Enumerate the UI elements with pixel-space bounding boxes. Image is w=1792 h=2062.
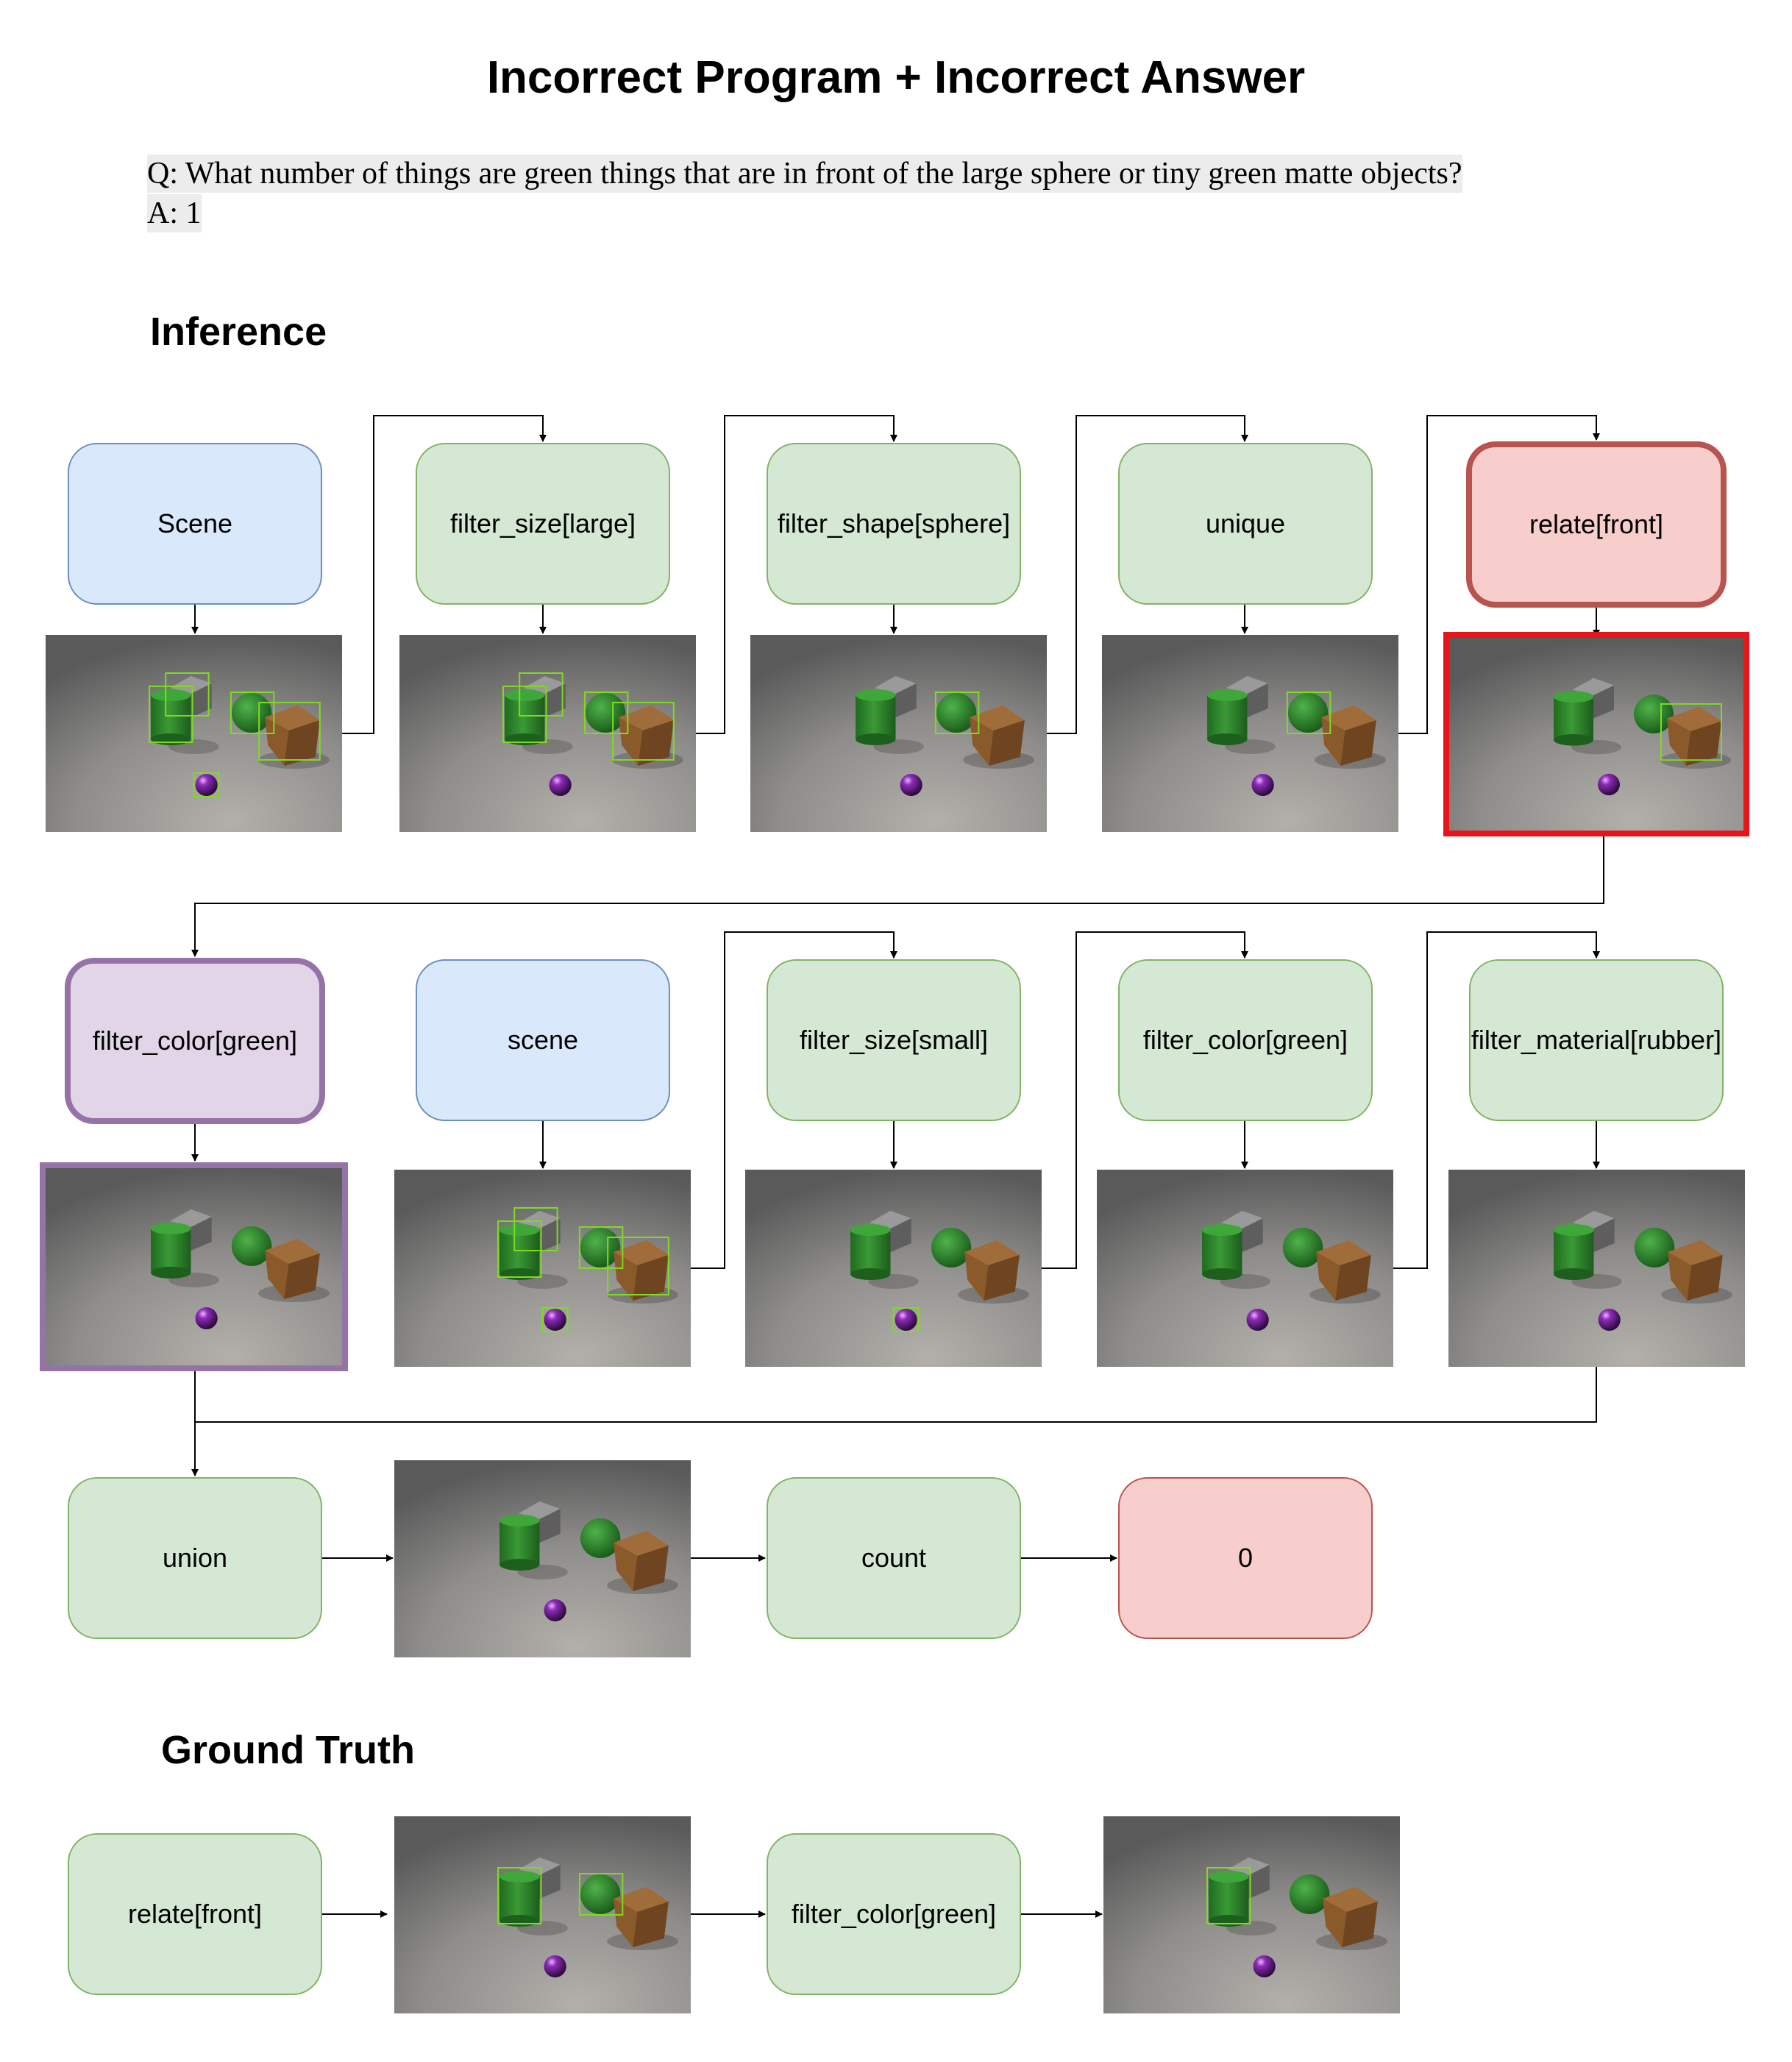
node-filter-color-green: filter_color[green]	[1118, 959, 1373, 1121]
node-union: union	[68, 1477, 322, 1639]
answer-text: A: 1	[147, 194, 202, 232]
node-count: count	[767, 1477, 1021, 1639]
scene-render	[1449, 638, 1743, 831]
scene-image-union	[394, 1460, 691, 1657]
scene-render	[745, 1170, 1042, 1367]
node-filter-material-rubber: filter_material[rubber]	[1469, 959, 1724, 1121]
detection-box	[165, 672, 210, 717]
detection-box	[502, 686, 547, 743]
arrow-image9-to-node10	[1393, 931, 1600, 1269]
arrow-image7-to-node8	[691, 931, 897, 1269]
scene-render	[394, 1816, 691, 2013]
scene-render	[46, 635, 342, 832]
scene-render	[1448, 1170, 1745, 1367]
detection-box	[583, 692, 629, 734]
detection-box	[934, 692, 980, 734]
scene-render	[1103, 1816, 1400, 2013]
scene-image-9	[1097, 1170, 1393, 1367]
scene-image-1	[46, 635, 342, 832]
scene-image-7	[394, 1170, 691, 1367]
detection-box	[149, 686, 193, 743]
scene-image-3	[750, 635, 1047, 832]
scene-image-8	[745, 1170, 1042, 1367]
scene-render	[750, 635, 1047, 832]
scene-render	[399, 635, 696, 832]
inference-heading: Inference	[150, 310, 327, 354]
detection-box	[1206, 1867, 1251, 1924]
wrong-attention-frame	[1443, 632, 1749, 836]
gt-scene-image-2	[1103, 1816, 1400, 2013]
scene-image-5	[1449, 638, 1743, 831]
question-text: Q: What number of things are green thing…	[147, 154, 1462, 193]
detection-box	[607, 1237, 669, 1295]
gt-scene-image-1	[394, 1816, 691, 2013]
detection-box	[497, 1867, 542, 1924]
scene-image-4	[1102, 635, 1398, 832]
arrow-image4-to-node5	[1398, 415, 1600, 734]
detection-box	[612, 702, 675, 761]
gt-node-filter-color-green: filter_color[green]	[767, 1833, 1021, 1995]
gt-node-relate-front: relate[front]	[68, 1833, 322, 1995]
node-scene-2: scene	[416, 959, 670, 1121]
node-unique: unique	[1118, 443, 1373, 605]
scene-render	[1097, 1170, 1393, 1367]
detection-box	[578, 1873, 624, 1916]
scene-image-10	[1448, 1170, 1745, 1367]
detection-box	[497, 1220, 542, 1278]
scene-image-2	[399, 635, 696, 832]
node-scene: Scene	[68, 443, 322, 605]
detection-box	[541, 1307, 569, 1332]
node-filter-size-large: filter_size[large]	[416, 443, 670, 605]
node-filter-color-green-highlight: filter_color[green]	[65, 958, 325, 1124]
detection-box	[513, 1207, 558, 1251]
node-relate-front-error: relate[front]	[1466, 441, 1727, 608]
detection-box	[578, 1226, 624, 1269]
scene-render	[1102, 635, 1398, 832]
arrow-image2-to-node3	[696, 415, 897, 734]
scene-render	[394, 1170, 691, 1367]
node-filter-shape-sphere: filter_shape[sphere]	[767, 443, 1021, 605]
arrow-row1-to-row2	[191, 836, 1604, 957]
arrow-image3-to-node4	[1047, 415, 1248, 734]
node-filter-size-small: filter_size[small]	[767, 959, 1021, 1121]
detection-box	[230, 692, 275, 734]
arrow-image1-to-node2	[342, 415, 547, 734]
detection-box	[193, 772, 220, 797]
scene-render	[46, 1168, 342, 1365]
scene-image-6	[46, 1168, 342, 1365]
detection-box	[258, 702, 321, 761]
detection-box	[1660, 703, 1722, 761]
scene-render	[394, 1460, 691, 1657]
highlight-frame	[40, 1162, 348, 1371]
detection-box	[1286, 692, 1331, 734]
ground-truth-heading: Ground Truth	[161, 1728, 415, 1772]
page-title: Incorrect Program + Incorrect Answer	[486, 52, 1306, 103]
detection-box	[892, 1307, 920, 1332]
detection-box	[519, 672, 563, 717]
arrow-image8-to-node9	[1042, 931, 1248, 1269]
node-answer-zero: 0	[1118, 1477, 1373, 1639]
line-image10-to-union	[195, 1367, 1597, 1423]
